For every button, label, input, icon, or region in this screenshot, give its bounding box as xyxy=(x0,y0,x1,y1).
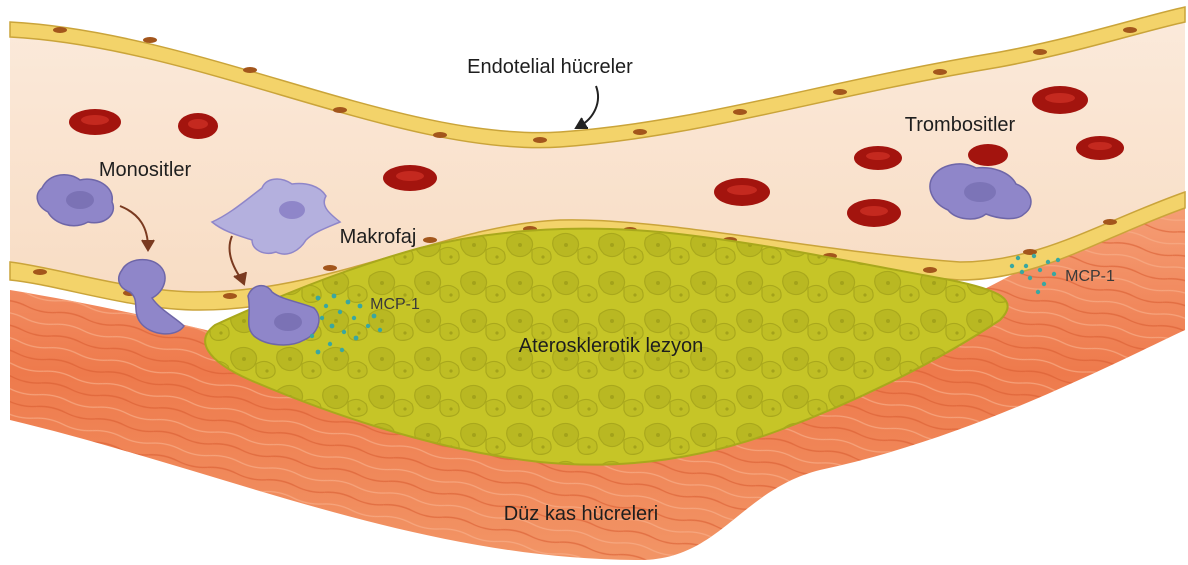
macrophage-nucleus xyxy=(274,313,302,331)
lesion-label: Aterosklerotik lezyon xyxy=(519,335,704,357)
mcp1-label-left: MCP-1 xyxy=(370,296,420,313)
monocyte-nucleus xyxy=(66,191,94,209)
macrophage-nucleus xyxy=(279,201,305,219)
platelet-nucleus xyxy=(964,182,996,202)
macrophage-label: Makrofaj xyxy=(340,226,417,248)
endothelial-cells-label: Endotelial hücreler xyxy=(467,56,633,78)
platelets-label: Trombositler xyxy=(905,114,1016,136)
mcp1-label-right: MCP-1 xyxy=(1065,268,1115,285)
monocytes-label: Monositler xyxy=(99,159,192,181)
smooth-muscle-label: Düz kas hücreleri xyxy=(504,503,659,525)
red-blood-cell-icon xyxy=(968,144,1008,166)
